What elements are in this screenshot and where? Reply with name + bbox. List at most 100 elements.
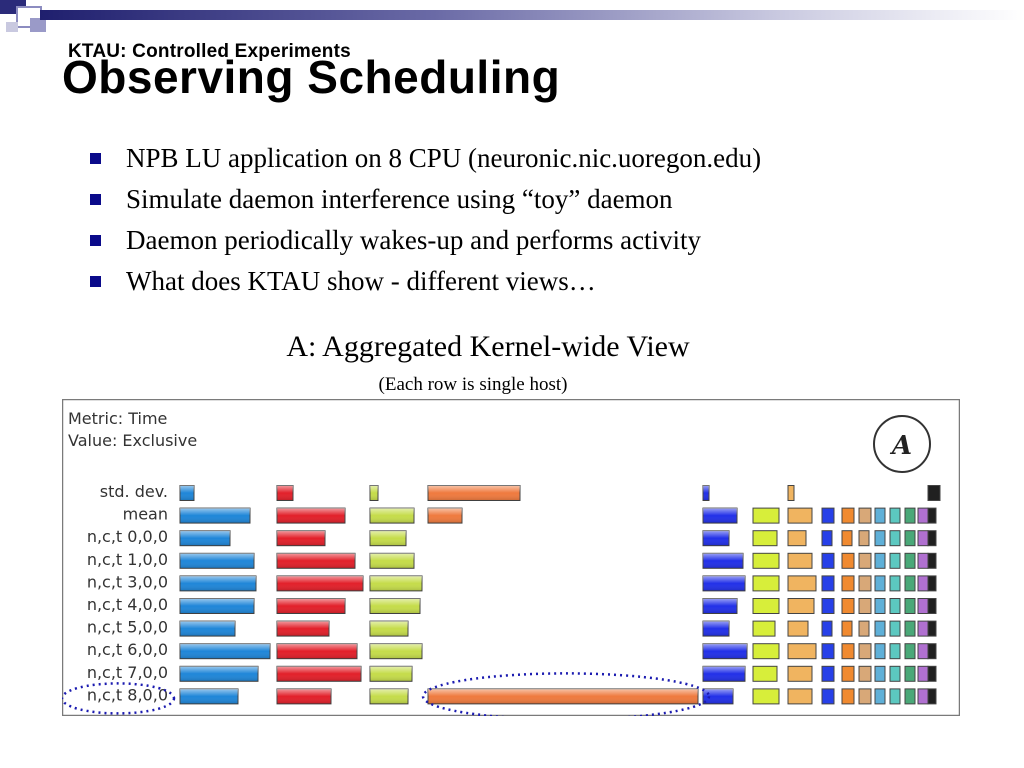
profile-bar (821, 575, 835, 592)
profile-bar (752, 688, 780, 705)
bullet-item: Daemon periodically wakes-up and perform… (90, 222, 761, 263)
profile-bar (927, 485, 941, 501)
profile-bar (821, 598, 835, 614)
profile-bar (787, 688, 813, 705)
profile-bar-gloss (703, 508, 737, 524)
profile-bar (904, 507, 916, 524)
view-badge (873, 415, 931, 473)
profile-bar (874, 643, 886, 660)
profile-bar (917, 552, 929, 569)
row-label: n,c,t 8,0,0 (87, 685, 168, 704)
profile-bar (841, 665, 855, 682)
profile-bar (927, 688, 937, 705)
profile-bar (858, 688, 872, 705)
bullet-text: NPB LU application on 8 CPU (neuronic.ni… (126, 143, 762, 173)
profile-bar-gloss (277, 553, 355, 569)
profile-bar (904, 598, 916, 614)
profile-bar (927, 507, 937, 524)
profile-bar (889, 598, 901, 614)
profile-bar (752, 575, 780, 592)
profile-bar (821, 643, 835, 660)
profile-bar-gloss (703, 598, 737, 614)
highlight-daemon-bar (421, 672, 711, 721)
profile-bar-gloss (180, 485, 194, 501)
profile-bar-gloss (703, 553, 743, 569)
profile-bar-gloss (277, 666, 361, 682)
profile-bar (889, 643, 901, 660)
profile-bar (787, 507, 813, 524)
profile-bar-gloss (180, 666, 258, 682)
slide-title: Observing Scheduling (62, 51, 561, 103)
profile-bar (787, 530, 807, 547)
profile-bar-gloss (180, 530, 230, 546)
profile-bar (904, 552, 916, 569)
profile-bar (917, 598, 929, 614)
profile-bar (858, 530, 870, 547)
profile-bar-gloss (703, 485, 709, 501)
profile-bar-gloss (180, 688, 238, 704)
profile-bar (858, 507, 872, 524)
profile-bar-gloss (703, 530, 729, 546)
profile-bar (821, 507, 835, 524)
profile-bar (752, 552, 780, 569)
profile-bar (841, 575, 855, 592)
profile-bar (874, 620, 886, 637)
profile-bar (821, 552, 835, 569)
profile-bar (858, 643, 872, 660)
row-label: mean (123, 505, 168, 524)
profile-bar-gloss (703, 621, 729, 637)
profile-bar (841, 530, 853, 547)
profile-bar (874, 575, 886, 592)
profile-bar-gloss (180, 621, 235, 637)
profile-bar (904, 665, 916, 682)
bullet-text: Simulate daemon interference using “toy”… (126, 184, 673, 214)
profile-bar (874, 598, 886, 614)
profile-bar (889, 620, 901, 637)
bullet-item: NPB LU application on 8 CPU (neuronic.ni… (90, 140, 761, 181)
profile-bar (927, 530, 937, 547)
bullet-text: What does KTAU show - different views… (126, 266, 596, 296)
profile-bar (904, 575, 916, 592)
profile-bar (889, 575, 901, 592)
profile-bar (927, 620, 937, 637)
profile-bar-gloss (370, 666, 412, 682)
profile-bar-gloss (180, 643, 270, 659)
profile-bar (787, 643, 817, 660)
profile-chart: Metric: Time Value: Exclusive A std. dev… (60, 398, 961, 721)
profile-bar (858, 665, 872, 682)
value-label: Value: Exclusive (68, 431, 197, 450)
bullet-text: Daemon periodically wakes-up and perform… (126, 225, 702, 255)
profile-bar-gloss (428, 485, 520, 501)
profile-bar (752, 620, 776, 637)
profile-bar-gloss (277, 643, 357, 659)
view-badge-label: A (889, 431, 912, 461)
profile-bar (927, 665, 937, 682)
profile-bar-gloss (370, 575, 422, 591)
profile-bar-gloss (277, 621, 329, 637)
profile-bar (917, 530, 929, 547)
profile-bar-gloss (277, 530, 325, 546)
bullet-square-icon (90, 153, 101, 164)
profile-bar (874, 552, 886, 569)
profile-bar (874, 530, 886, 547)
profile-bar (841, 598, 855, 614)
profile-bar (917, 665, 929, 682)
bullet-square-icon (90, 235, 101, 246)
profile-bar (927, 598, 937, 614)
decor-square-small (6, 22, 18, 32)
profile-bar (821, 665, 835, 682)
bullet-list: NPB LU application on 8 CPU (neuronic.ni… (90, 140, 761, 304)
row-label: n,c,t 0,0,0 (87, 527, 168, 546)
slide-subtitle: KTAU: Controlled Experiments (68, 41, 351, 62)
profile-bar (927, 552, 937, 569)
profile-bar (874, 507, 886, 524)
highlight-row-label (60, 682, 176, 715)
profile-bar (821, 530, 833, 547)
profile-bar (904, 620, 916, 637)
profile-bar-gloss (277, 598, 345, 614)
profile-bar (858, 598, 872, 614)
decor-square-mid (30, 18, 46, 32)
profile-bar (917, 643, 929, 660)
profile-bar-gloss (277, 575, 363, 591)
row-label: n,c,t 1,0,0 (87, 550, 168, 569)
